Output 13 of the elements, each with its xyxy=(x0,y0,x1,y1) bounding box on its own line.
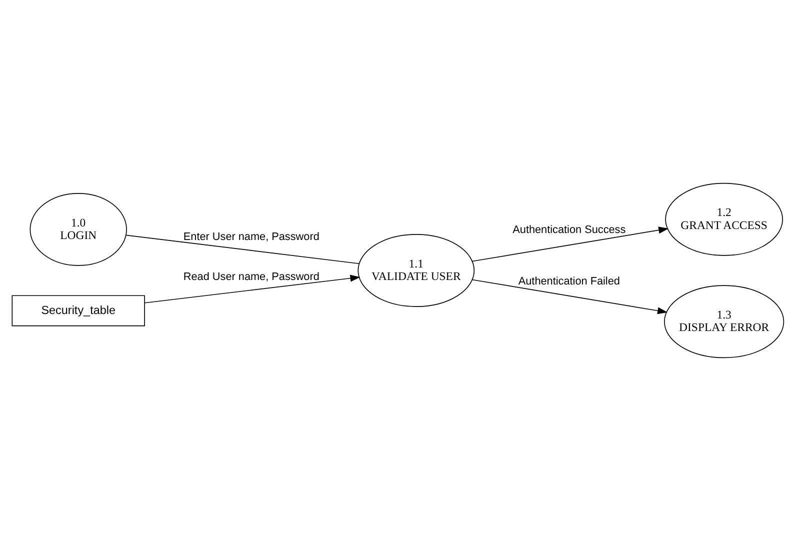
node-box: Security_table xyxy=(12,295,145,326)
node-ellipse: 1.0 LOGIN xyxy=(30,192,127,266)
node-ellipse: 1.1 VALIDATE USER xyxy=(358,234,475,307)
edge-label: Authentication Failed xyxy=(518,275,620,288)
arrow xyxy=(144,274,360,304)
edge-label: Authentication Success xyxy=(512,224,626,236)
node-ellipse: 1.3 DISPLAY ERROR xyxy=(664,285,784,358)
node-ellipse: 1.2 GRANT ACCESS xyxy=(665,182,783,256)
arrow xyxy=(472,279,668,314)
connector xyxy=(126,234,360,264)
edge-label: Read User name, Password xyxy=(183,271,320,284)
arrow xyxy=(472,226,669,262)
edge-label: Enter User name, Password xyxy=(183,230,320,243)
